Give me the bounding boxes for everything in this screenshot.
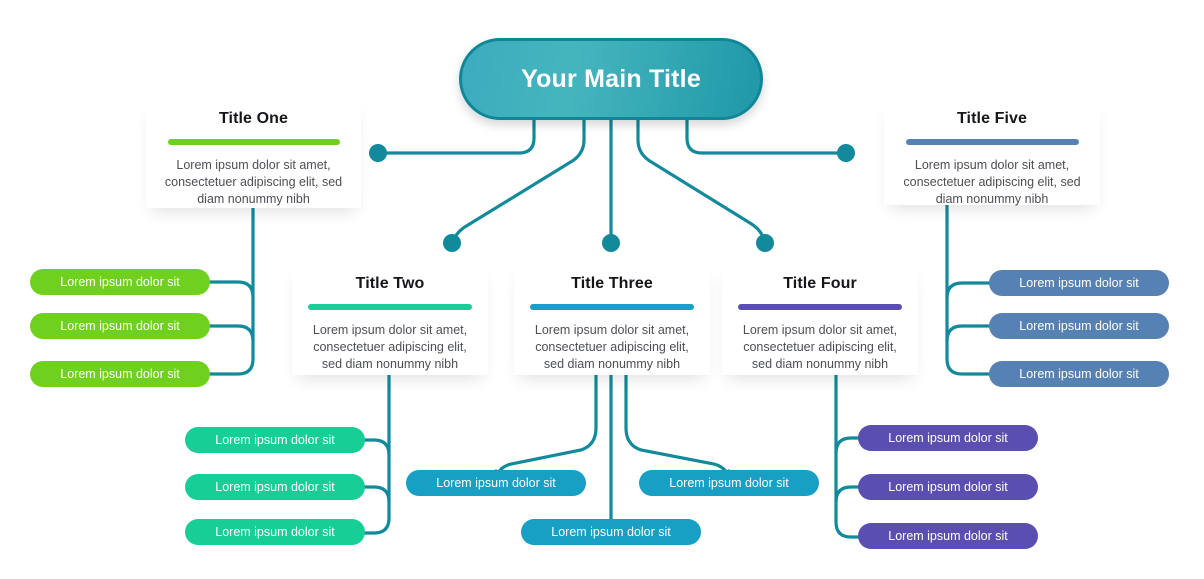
card-title-five[interactable]: Title Five Lorem ipsum dolor sit amet, c… bbox=[884, 100, 1100, 206]
pill-one-2[interactable]: Lorem ipsum dolor sit bbox=[30, 313, 210, 339]
card-four-body: Lorem ipsum dolor sit amet, consectetuer… bbox=[742, 323, 898, 371]
connector-dot-left bbox=[369, 144, 387, 162]
pill-one-1[interactable]: Lorem ipsum dolor sit bbox=[30, 269, 210, 295]
card-two-body: Lorem ipsum dolor sit amet, consectetuer… bbox=[312, 323, 468, 371]
wire-two-pill-2 bbox=[362, 485, 391, 504]
card-title-three[interactable]: Title Three Lorem ipsum dolor sit amet, … bbox=[514, 265, 710, 375]
main-title-label: Your Main Title bbox=[521, 64, 701, 93]
card-three-body: Lorem ipsum dolor sit amet, consectetuer… bbox=[534, 323, 690, 371]
pill-three-3[interactable]: Lorem ipsum dolor sit bbox=[639, 470, 819, 496]
pill-five-1[interactable]: Lorem ipsum dolor sit bbox=[989, 270, 1169, 296]
card-title-one[interactable]: Title One Lorem ipsum dolor sit amet, co… bbox=[146, 100, 361, 208]
wire-main-to-four bbox=[636, 118, 767, 248]
wire-one-pill-2 bbox=[207, 324, 255, 343]
wire-two-spine bbox=[362, 373, 391, 535]
connector-dot-two bbox=[443, 234, 461, 252]
card-one-body: Lorem ipsum dolor sit amet, consectetuer… bbox=[164, 158, 343, 206]
wire-one-pill-1 bbox=[207, 280, 255, 299]
wire-main-to-five bbox=[685, 118, 845, 155]
wire-three-pill-left bbox=[494, 373, 598, 484]
card-title-four[interactable]: Title Four Lorem ipsum dolor sit amet, c… bbox=[722, 265, 918, 375]
card-four-accent-rule bbox=[738, 304, 902, 310]
connector-dot-three bbox=[602, 234, 620, 252]
card-two-accent-rule bbox=[308, 304, 472, 310]
wire-main-to-two bbox=[450, 118, 586, 250]
pill-three-2[interactable]: Lorem ipsum dolor sit bbox=[521, 519, 701, 545]
card-one-accent-rule bbox=[167, 139, 340, 145]
card-one-title: Title One bbox=[218, 110, 289, 127]
card-three-title: Title Three bbox=[571, 275, 653, 292]
wire-one-spine bbox=[207, 206, 255, 376]
pill-four-3[interactable]: Lorem ipsum dolor sit bbox=[858, 523, 1038, 549]
pill-two-1[interactable]: Lorem ipsum dolor sit bbox=[185, 427, 365, 453]
pill-two-3[interactable]: Lorem ipsum dolor sit bbox=[185, 519, 365, 545]
wire-two-pill-1 bbox=[362, 438, 391, 457]
card-title-two[interactable]: Title Two Lorem ipsum dolor sit amet, co… bbox=[292, 265, 488, 375]
card-two-title: Title Two bbox=[355, 275, 425, 292]
main-title-node[interactable]: Your Main Title bbox=[459, 38, 763, 120]
pill-four-1[interactable]: Lorem ipsum dolor sit bbox=[858, 425, 1038, 451]
card-five-title: Title Five bbox=[956, 110, 1028, 127]
pill-four-2[interactable]: Lorem ipsum dolor sit bbox=[858, 474, 1038, 500]
wire-five-spine bbox=[945, 203, 995, 376]
card-five-body: Lorem ipsum dolor sit amet, consectetuer… bbox=[903, 158, 1081, 206]
wire-three-pill-right bbox=[624, 373, 731, 484]
wire-four-spine bbox=[834, 373, 864, 539]
pill-five-2[interactable]: Lorem ipsum dolor sit bbox=[989, 313, 1169, 339]
connector-dot-right bbox=[837, 144, 855, 162]
pill-one-3[interactable]: Lorem ipsum dolor sit bbox=[30, 361, 210, 387]
pill-two-2[interactable]: Lorem ipsum dolor sit bbox=[185, 474, 365, 500]
card-five-accent-rule bbox=[905, 139, 1079, 145]
wire-five-pill-2 bbox=[945, 324, 995, 343]
connector-dot-four bbox=[756, 234, 774, 252]
card-three-accent-rule bbox=[530, 304, 694, 310]
pill-five-3[interactable]: Lorem ipsum dolor sit bbox=[989, 361, 1169, 387]
pill-three-1[interactable]: Lorem ipsum dolor sit bbox=[406, 470, 586, 496]
wire-main-to-one bbox=[381, 118, 536, 155]
connector-dots bbox=[369, 144, 855, 252]
wire-five-pill-1 bbox=[945, 281, 995, 300]
card-four-title: Title Four bbox=[783, 275, 857, 292]
